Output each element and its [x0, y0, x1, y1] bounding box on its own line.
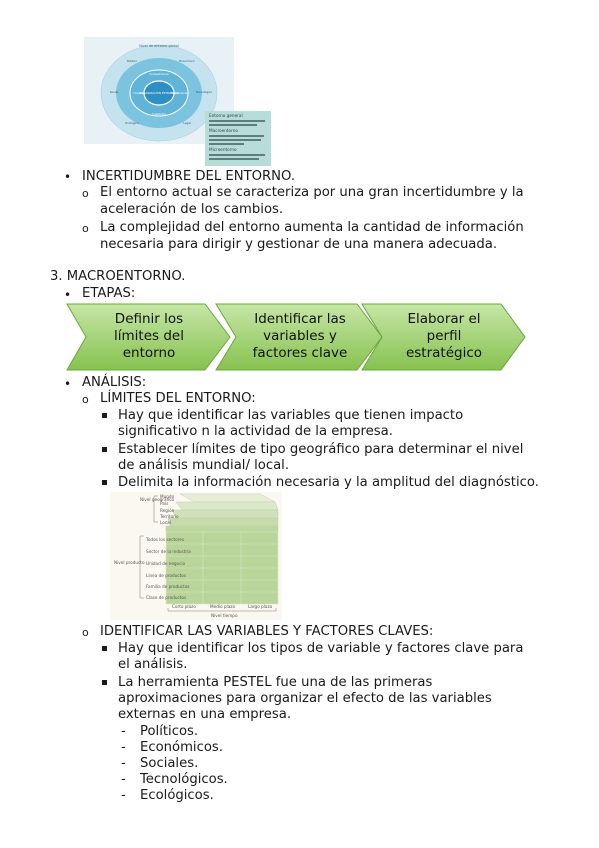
ring-label-4: Tecnológico [195, 90, 213, 94]
ring-label-6: Legal [183, 121, 191, 125]
environment-circle-graphic: Nivel de entorno global ORGANIZACIÓN EST… [100, 44, 218, 142]
matrix-graphic [139, 493, 279, 612]
bottom-axis-label: Nivel tiempo [211, 613, 238, 618]
bottom-col-2: Medio plazo [210, 604, 236, 609]
pestel-item-5: Ecológicos. [140, 788, 214, 803]
left-row-5: Familia de productos [146, 584, 190, 589]
stage-label-2: Identificar las variables y factores cla… [242, 311, 358, 362]
top-row-5: Local [160, 520, 171, 525]
mid-label-3: Proveedores [170, 91, 188, 95]
bullet-square [102, 447, 107, 452]
pestel-item-2: Económicos. [140, 740, 223, 755]
stage-2-line-2: variables y [263, 328, 337, 344]
stage-label-3: Elaborar el perfil estratégico [388, 311, 500, 362]
uncertainty-item-1-line-1: El entorno actual se caracteriza por una… [100, 185, 524, 200]
stage-2-line-1: Identificar las [254, 311, 346, 327]
bullet-circle: o [82, 393, 89, 406]
top-row-2: País [160, 501, 169, 506]
environment-limits-matrix: Nivel geográfico Mundo País Región Terri… [110, 492, 282, 620]
stage-3-line-3: estratégico [405, 345, 483, 361]
bullet-dot: • [64, 170, 72, 184]
bullet-square [102, 413, 107, 418]
dash-marker: - [121, 788, 126, 803]
stage-label-1: Definir los límites del entorno [92, 311, 206, 362]
bullet-square [102, 646, 107, 651]
left-row-4: Línea de productos [146, 573, 187, 578]
dash-marker: - [121, 772, 126, 787]
top-row-3: Región [160, 508, 175, 513]
mid-label-4: Sustitutos [152, 112, 167, 116]
uncertainty-item-2-line-2: necesaria para dirigir y gestionar de un… [100, 237, 498, 252]
left-row-1: Todos los sectores [146, 537, 185, 542]
card-heading-3: Microentorno [209, 147, 237, 152]
bullet-circle: o [82, 187, 89, 200]
left-row-6: Clase de productos [146, 595, 187, 600]
bullet-dot: • [64, 288, 72, 302]
pestel-item-1: Políticos. [140, 724, 199, 739]
card-heading-2: Macroentorno [209, 128, 238, 133]
stage-1-line-1: Definir los [114, 311, 184, 327]
limits-item-2-line-2: de análisis mundial/ local. [118, 458, 290, 473]
vars-heading: IDENTIFICAR LAS VARIABLES Y FACTORES CLA… [100, 624, 434, 639]
dash-marker: - [121, 740, 126, 755]
mid-label-1: Competidores [149, 72, 169, 76]
uncertainty-item-1-line-2: aceleración de los cambios. [100, 202, 284, 217]
stage-3-line-2: perfil [426, 328, 462, 344]
ring-label-3: Social [110, 90, 119, 94]
dash-marker: - [121, 756, 126, 771]
limits-item-1-line-2: significativo n la actividad de la empre… [118, 424, 393, 439]
limits-item-1-line-1: Hay que identificar las variables que ti… [118, 408, 464, 423]
bullet-circle: o [82, 222, 89, 235]
bullet-circle: o [82, 626, 89, 639]
pestel-item-3: Sociales. [140, 756, 199, 771]
ring-label-5: Ecológico [125, 121, 139, 125]
vars-item-1-line-1: Hay que identificar los tipos de variabl… [118, 641, 524, 656]
vars-item-1-line-2: el análisis. [118, 657, 188, 672]
top-row-1: Mundo [160, 494, 175, 499]
bottom-col-3: Largo plazo [248, 604, 273, 609]
limits-item-3-line-1: Delimita la información necesaria y la a… [118, 475, 539, 490]
environment-circle-diagram: Nivel de entorno global ORGANIZACIÓN EST… [84, 37, 234, 144]
stage-1-line-3: entorno [122, 345, 176, 361]
dash-marker: - [121, 724, 126, 739]
left-row-3: Unidad de negocio [146, 561, 186, 566]
vars-item-2-line-1: La herramienta PESTEL fue una de las pri… [118, 675, 433, 690]
macro-heading: 3. MACROENTORNO. [50, 269, 186, 284]
bullet-square [102, 680, 107, 685]
left-row-2: Sector de la industria [146, 549, 191, 554]
stage-3-line-1: Elaborar el [407, 311, 481, 327]
bottom-col-1: Corto plazo [172, 604, 196, 609]
top-axis-label: Nivel geográfico [140, 497, 175, 502]
process-arrows [66, 303, 526, 371]
vars-item-2-line-3: externas en una empresa. [118, 707, 292, 722]
uncertainty-item-2-line-1: La complejidad del entorno aumenta la ca… [100, 220, 524, 235]
outer-title: Nivel de entorno global [139, 44, 179, 48]
card-heading-1: Entorno general [209, 113, 243, 118]
ring-label-1: Político [127, 59, 137, 63]
stage-arrow-3 [361, 303, 526, 371]
limits-item-2-line-1: Establecer límites de tipo geográfico pa… [118, 442, 524, 457]
bullet-dot: • [64, 377, 72, 391]
stage-2-line-3: factores clave [252, 345, 348, 361]
bullet-square [102, 480, 107, 485]
core-text: ORGANIZACIÓN ESTRATEGIA [139, 90, 179, 95]
stage-arrow-2 [215, 303, 383, 371]
vars-item-2-line-2: aproximaciones para organizar el efecto … [118, 691, 492, 706]
ring-label-2: Económico [179, 59, 195, 63]
mid-label-2: Clientes [133, 91, 145, 95]
uncertainty-heading: INCERTIDUMBRE DEL ENTORNO. [82, 169, 296, 184]
stage-1-line-2: límites del [114, 328, 184, 344]
pestel-item-4: Tecnológicos. [140, 772, 228, 787]
top-row-4: Territorio [160, 514, 179, 519]
analysis-label: ANÁLISIS: [82, 375, 147, 390]
limits-heading: LÍMITES DEL ENTORNO: [100, 391, 256, 406]
environment-levels-card: Entorno general Macroentorno Microentorn… [205, 111, 271, 166]
stage-arrow-1 [66, 303, 231, 371]
left-axis-label: Nivel producto [114, 560, 145, 565]
stages-label: ETAPAS: [82, 286, 136, 301]
